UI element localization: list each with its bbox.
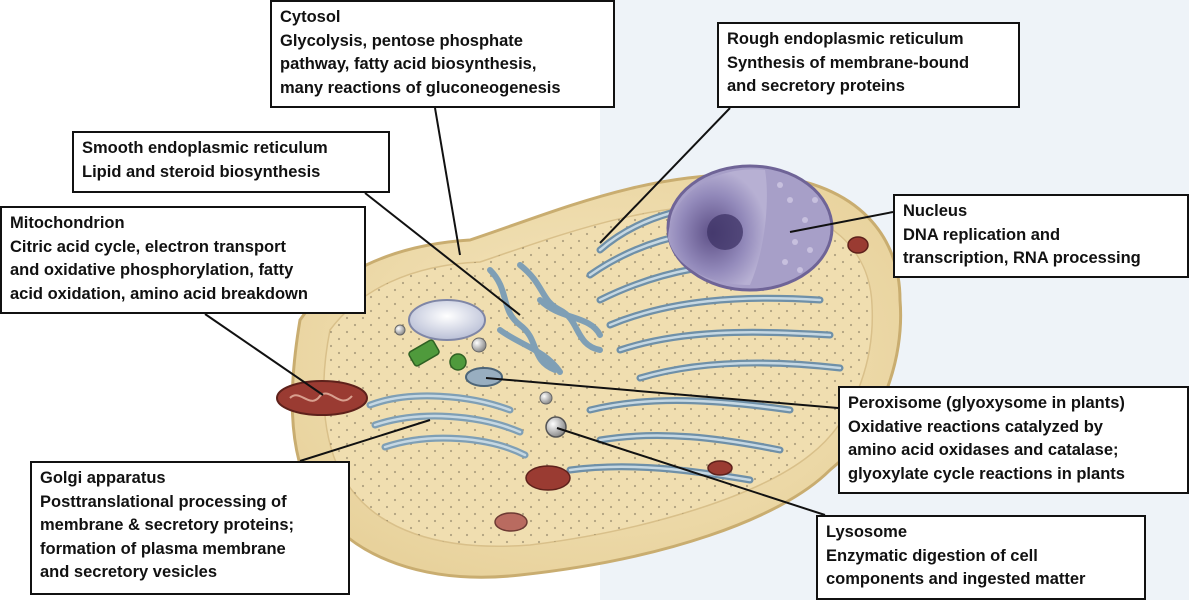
callout-title: Mitochondrion (10, 214, 125, 232)
vesicle (394, 324, 406, 336)
mitochondrion-small (707, 460, 733, 476)
vesicle (471, 337, 487, 353)
callout-title: Nucleus (903, 202, 968, 220)
callout-rough-er: Rough endoplasmic reticulum Synthesis of… (717, 22, 1020, 108)
vesicle (539, 391, 553, 405)
leader-line-mitochondrion (204, 313, 324, 396)
callout-description: Citric acid cycle, electron transport an… (10, 237, 308, 303)
leader-line-cytosol (434, 107, 461, 256)
leader-line-peroxisome (485, 377, 839, 409)
callout-title: Golgi apparatus (40, 469, 166, 487)
mitochondrion-small (494, 512, 528, 532)
callout-smooth-er: Smooth endoplasmic reticulum Lipid and s… (72, 131, 390, 193)
chloroplast (449, 353, 467, 371)
vacuole (408, 299, 486, 341)
callout-peroxisome: Peroxisome (glyoxysome in plants) Oxidat… (838, 386, 1189, 494)
leader-line-lysosome (556, 427, 826, 516)
chloroplast (408, 339, 440, 367)
leader-line-rough-er (599, 107, 731, 244)
golgi-lumen (368, 394, 527, 457)
callout-lysosome: Lysosome Enzymatic digestion of cell com… (816, 515, 1146, 600)
callout-title: Lysosome (826, 523, 908, 541)
peroxisome (465, 367, 503, 387)
leader-line-golgi (299, 419, 431, 462)
callout-description: Synthesis of membrane-bound and secretor… (727, 53, 970, 96)
smooth-er (487, 262, 603, 375)
callout-description: Enzymatic digestion of cell components a… (826, 546, 1086, 589)
callout-title: Peroxisome (glyoxysome in plants) (848, 394, 1125, 412)
callout-golgi: Golgi apparatus Posttranslational proces… (30, 461, 350, 595)
mitochondrion-small (847, 236, 869, 254)
callout-description: DNA replication and transcription, RNA p… (903, 225, 1141, 268)
leader-lines (204, 107, 894, 516)
leader-line-nucleus (789, 211, 894, 233)
callout-cytosol: Cytosol Glycolysis, pentose phosphate pa… (270, 0, 615, 108)
callout-description: Glycolysis, pentose phosphate pathway, f… (280, 31, 561, 97)
callout-description: Lipid and steroid biosynthesis (82, 162, 321, 181)
mitochondrion (276, 380, 368, 416)
nucleus (666, 164, 834, 292)
mitochondrion-small (525, 465, 571, 491)
lysosome (545, 416, 567, 438)
callout-title: Cytosol (280, 8, 341, 26)
callout-description: Posttranslational processing of membrane… (40, 492, 295, 582)
callout-nucleus: Nucleus DNA replication and transcriptio… (893, 194, 1189, 278)
callout-title: Rough endoplasmic reticulum (727, 30, 964, 48)
callout-description: Oxidative reactions catalyzed by amino a… (848, 417, 1125, 483)
leader-line-smooth-er (364, 192, 521, 316)
callout-mitochondrion: Mitochondrion Citric acid cycle, electro… (0, 206, 366, 314)
callout-title: Smooth endoplasmic reticulum (82, 139, 328, 157)
